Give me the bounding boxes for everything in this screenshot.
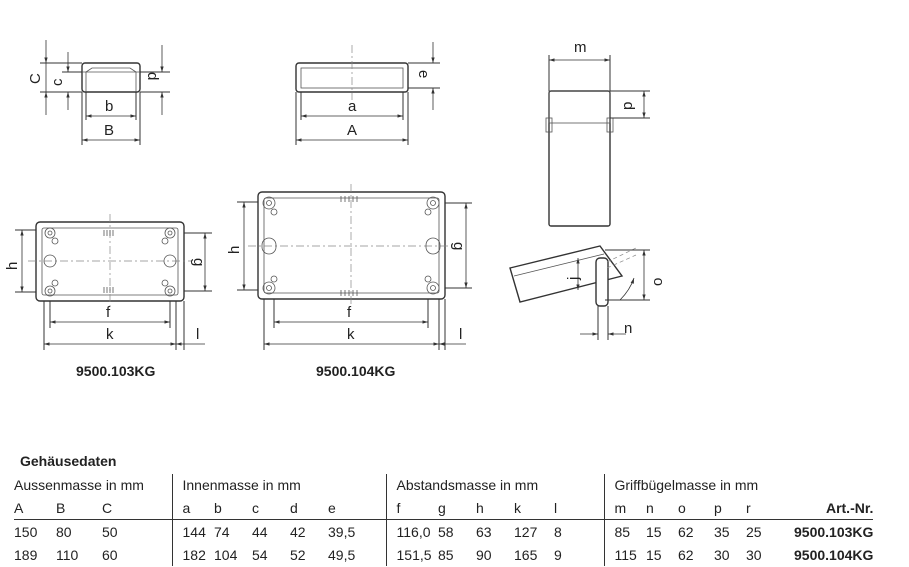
column-header: d xyxy=(290,496,328,520)
dim-label-f-103: f xyxy=(106,304,111,321)
table-cell: 42 xyxy=(290,523,306,540)
table-cell: 110 xyxy=(56,546,79,563)
column-header: f xyxy=(385,496,438,520)
table-cell: 39,5 xyxy=(328,523,356,540)
column-header: p xyxy=(714,496,746,520)
column-header: c xyxy=(252,496,290,520)
table-cell: 30 xyxy=(714,546,730,563)
table-cell: 25 xyxy=(746,523,762,540)
group-handle-dimensions: Griffbügelmasse in mm xyxy=(603,474,794,496)
column-header: g xyxy=(438,496,476,520)
dim-label-k-103: k xyxy=(106,326,114,343)
table-cell: 85 xyxy=(603,519,646,543)
handle-tilted-view: j o n xyxy=(509,245,666,340)
table-cell: 150 xyxy=(14,523,38,540)
column-header-article-number: Art.-Nr. xyxy=(794,496,874,520)
top-view-104: f k l h g xyxy=(226,184,472,350)
dim-label-A: A xyxy=(347,122,357,139)
column-header: m xyxy=(603,496,646,520)
dim-label-g-104: g xyxy=(450,242,467,250)
table-cell: 74 xyxy=(214,523,230,540)
table-cell: 189 xyxy=(14,546,38,563)
column-header: o xyxy=(678,496,714,520)
table-cell: 115 xyxy=(603,543,646,566)
dim-label-c: c xyxy=(49,78,66,86)
dim-label-m: m xyxy=(574,39,587,56)
table-cell: 62 xyxy=(678,546,694,563)
column-header: r xyxy=(746,496,794,520)
column-header: C xyxy=(102,496,172,520)
column-header: B xyxy=(56,496,102,520)
column-header: e xyxy=(328,496,386,520)
group-spacing-dimensions: Abstandsmasse in mm xyxy=(385,474,604,496)
table-cell: 44 xyxy=(252,523,268,540)
table-cell: 58 xyxy=(438,523,454,540)
dim-label-h-104: h xyxy=(226,246,243,254)
group-header-row: Aussenmasse in mm Innenmasse in mm Absta… xyxy=(14,474,873,496)
dim-label-k-104: k xyxy=(347,326,355,343)
table-cell: 85 xyxy=(438,546,454,563)
table-cell: 54 xyxy=(252,546,268,563)
article-number-cell: 9500.104KG xyxy=(794,546,874,563)
column-header: a xyxy=(171,496,214,520)
side-view: a A e xyxy=(295,42,440,145)
column-header: n xyxy=(646,496,678,520)
dim-label-e: e xyxy=(415,70,432,78)
table-cell: 151,5 xyxy=(385,543,438,566)
dim-label-B: B xyxy=(104,122,114,139)
column-header: b xyxy=(214,496,252,520)
dim-label-j: j xyxy=(565,277,582,281)
table-cell: 80 xyxy=(56,523,72,540)
table-cell: 52 xyxy=(290,546,306,563)
table-cell: 30 xyxy=(746,546,762,563)
column-header-row: A B C a b c d e f g h k l m n o p r Art.… xyxy=(14,496,874,520)
group-inner-dimensions: Innenmasse in mm xyxy=(171,474,386,496)
dim-label-n: n xyxy=(624,320,632,337)
table-cell: 8 xyxy=(554,523,562,540)
end-view-small: b B C c d xyxy=(27,40,170,145)
table-cell: 50 xyxy=(102,523,118,540)
table-cell: 60 xyxy=(102,546,118,563)
column-header: A xyxy=(14,496,56,520)
table-row: 150 80 50 144 74 44 42 39,5 116,0 58 63 … xyxy=(14,519,874,543)
table-cell: 182 xyxy=(171,543,214,566)
table-cell: 49,5 xyxy=(328,546,356,563)
table-cell: 104 xyxy=(214,546,238,563)
table-cell: 62 xyxy=(678,523,694,540)
table-cell: 90 xyxy=(476,546,492,563)
housing-data-table: Aussenmasse in mm Innenmasse in mm Absta… xyxy=(14,474,874,566)
table-row: 189 110 60 182 104 54 52 49,5 151,5 85 9… xyxy=(14,543,873,566)
dim-label-o: o xyxy=(649,278,666,286)
table-cell: 63 xyxy=(476,523,492,540)
table-cell: 15 xyxy=(646,523,662,540)
dim-label-d: d xyxy=(144,72,161,80)
model-label-104: 9500.104KG xyxy=(316,363,396,379)
table-cell: 15 xyxy=(646,546,662,563)
dim-label-a: a xyxy=(348,98,357,115)
dim-label-C: C xyxy=(27,73,44,84)
dim-label-b: b xyxy=(105,98,113,115)
table-cell: 127 xyxy=(514,523,538,540)
group-outer-dimensions: Aussenmasse in mm xyxy=(14,477,144,493)
table-cell: 35 xyxy=(714,523,730,540)
dim-label-p: p xyxy=(619,102,636,110)
column-header: k xyxy=(514,496,554,520)
table-cell: 9 xyxy=(554,546,562,563)
model-label-103: 9500.103KG xyxy=(76,363,156,379)
top-view-103: f k l h g xyxy=(4,214,212,350)
table-cell: 165 xyxy=(514,546,538,563)
column-header: h xyxy=(476,496,514,520)
column-header: l xyxy=(554,496,604,520)
dim-label-l-104: l xyxy=(459,326,462,343)
dim-label-l-103: l xyxy=(196,326,199,343)
table-title: Gehäusedaten xyxy=(20,453,117,469)
dim-label-g-103: g xyxy=(190,258,207,266)
article-number-cell: 9500.103KG xyxy=(794,523,874,540)
dim-label-h-103: h xyxy=(4,262,21,270)
table-cell: 144 xyxy=(171,519,214,543)
dim-label-f-104: f xyxy=(347,304,352,321)
table-cell: 116,0 xyxy=(385,519,438,543)
handle-front-view: m p xyxy=(545,39,650,227)
technical-drawings: b B C c d a A e m p xyxy=(4,39,666,379)
